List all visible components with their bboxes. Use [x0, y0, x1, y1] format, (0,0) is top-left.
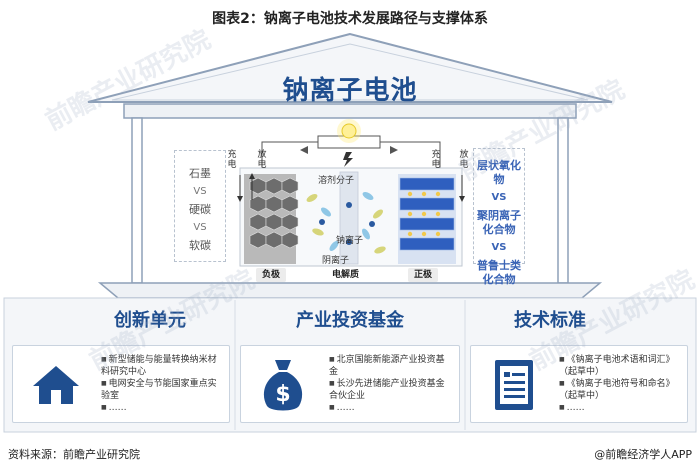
- cathode-item: 普鲁士类化合物: [477, 259, 521, 286]
- cathode-item: 聚阴离子化合物: [477, 209, 521, 236]
- cathode-layers: [398, 174, 456, 264]
- standard-list: 《钠离子电池术语和词汇》（起草中） 《钠离子电池符号和命名》（起草中） ……: [559, 354, 679, 414]
- cathode-item: 层状氧化物: [477, 159, 521, 186]
- money-bag-icon: $: [263, 360, 303, 411]
- cathode-vs: VS: [491, 192, 507, 203]
- list-item: 北京国能新能源产业投资基金: [329, 354, 449, 378]
- pillar-title-standard: 技术标准: [514, 310, 586, 331]
- label-anion: 阴离子: [322, 256, 350, 266]
- source-note: 资料来源：前瞻产业研究院: [8, 448, 140, 461]
- pillar-title-fund: 产业投资基金: [296, 310, 404, 331]
- anode-item: 石墨: [189, 167, 211, 180]
- cathode-vs: VS: [491, 242, 507, 253]
- label-negative-electrode: 负极: [256, 268, 287, 282]
- anode-vs: VS: [193, 186, 207, 197]
- label-sodium-ion: 钠离子: [336, 236, 364, 246]
- bulb-icon: [341, 123, 357, 139]
- roof-title: 钠离子电池: [282, 76, 418, 106]
- pillar-title-innovation: 创新单元: [114, 310, 186, 331]
- label-positive-electrode: 正极: [408, 268, 439, 282]
- label-electrolyte: 电解质: [332, 270, 360, 280]
- svg-text:$: $: [275, 382, 290, 407]
- house-icon: [33, 366, 79, 404]
- anode-item: 硬碳: [189, 203, 211, 216]
- list-item: ……: [559, 402, 679, 414]
- list-item: 新型储能与能量转换纳米材料研究中心: [101, 354, 221, 378]
- list-item: ……: [329, 402, 449, 414]
- label-discharge-left: 放电: [257, 150, 267, 170]
- anode-vs: VS: [193, 222, 207, 233]
- label-discharge-right: 放电: [459, 150, 469, 170]
- list-item: 长沙先进储能产业投资基金合伙企业: [329, 378, 449, 402]
- label-solvent: 溶剂分子: [318, 176, 355, 186]
- label-charge-right: 充电: [431, 150, 441, 170]
- anode-materials-box: 石墨 VS 硬碳 VS 软碳: [174, 150, 226, 262]
- credit-note: @前瞻经济学人APP: [594, 448, 692, 461]
- card-standard: 《钠离子电池术语和词汇》（起草中） 《钠离子电池符号和命名》（起草中） ……: [470, 345, 688, 423]
- electrolyte-particles: [306, 192, 386, 254]
- card-fund: $ 北京国能新能源产业投资基金 长沙先进储能产业投资基金合伙企业 ……: [240, 345, 460, 423]
- innovation-list: 新型储能与能量转换纳米材料研究中心 电网安全与节能国家重点实验室 ……: [101, 354, 221, 414]
- card-innovation: 新型储能与能量转换纳米材料研究中心 电网安全与节能国家重点实验室 ……: [12, 345, 230, 423]
- anode-item: 软碳: [189, 239, 211, 252]
- label-charge-left: 充电: [227, 150, 237, 170]
- list-item: 《钠离子电池术语和词汇》（起草中）: [559, 354, 679, 378]
- document-icon: [495, 360, 533, 410]
- lightning-icon: [343, 152, 353, 167]
- fund-list: 北京国能新能源产业投资基金 长沙先进储能产业投资基金合伙企业 ……: [329, 354, 449, 414]
- list-item: 《钠离子电池符号和命名》（起草中）: [559, 378, 679, 402]
- list-item: 电网安全与节能国家重点实验室: [101, 378, 221, 402]
- figure-title: 图表2：钠离子电池技术发展路径与支撑体系: [212, 11, 488, 27]
- anode-graphite: [244, 174, 299, 264]
- list-item: ……: [101, 402, 221, 414]
- cathode-materials-box: 层状氧化物 VS 聚阴离子化合物 VS 普鲁士类化合物: [473, 148, 525, 286]
